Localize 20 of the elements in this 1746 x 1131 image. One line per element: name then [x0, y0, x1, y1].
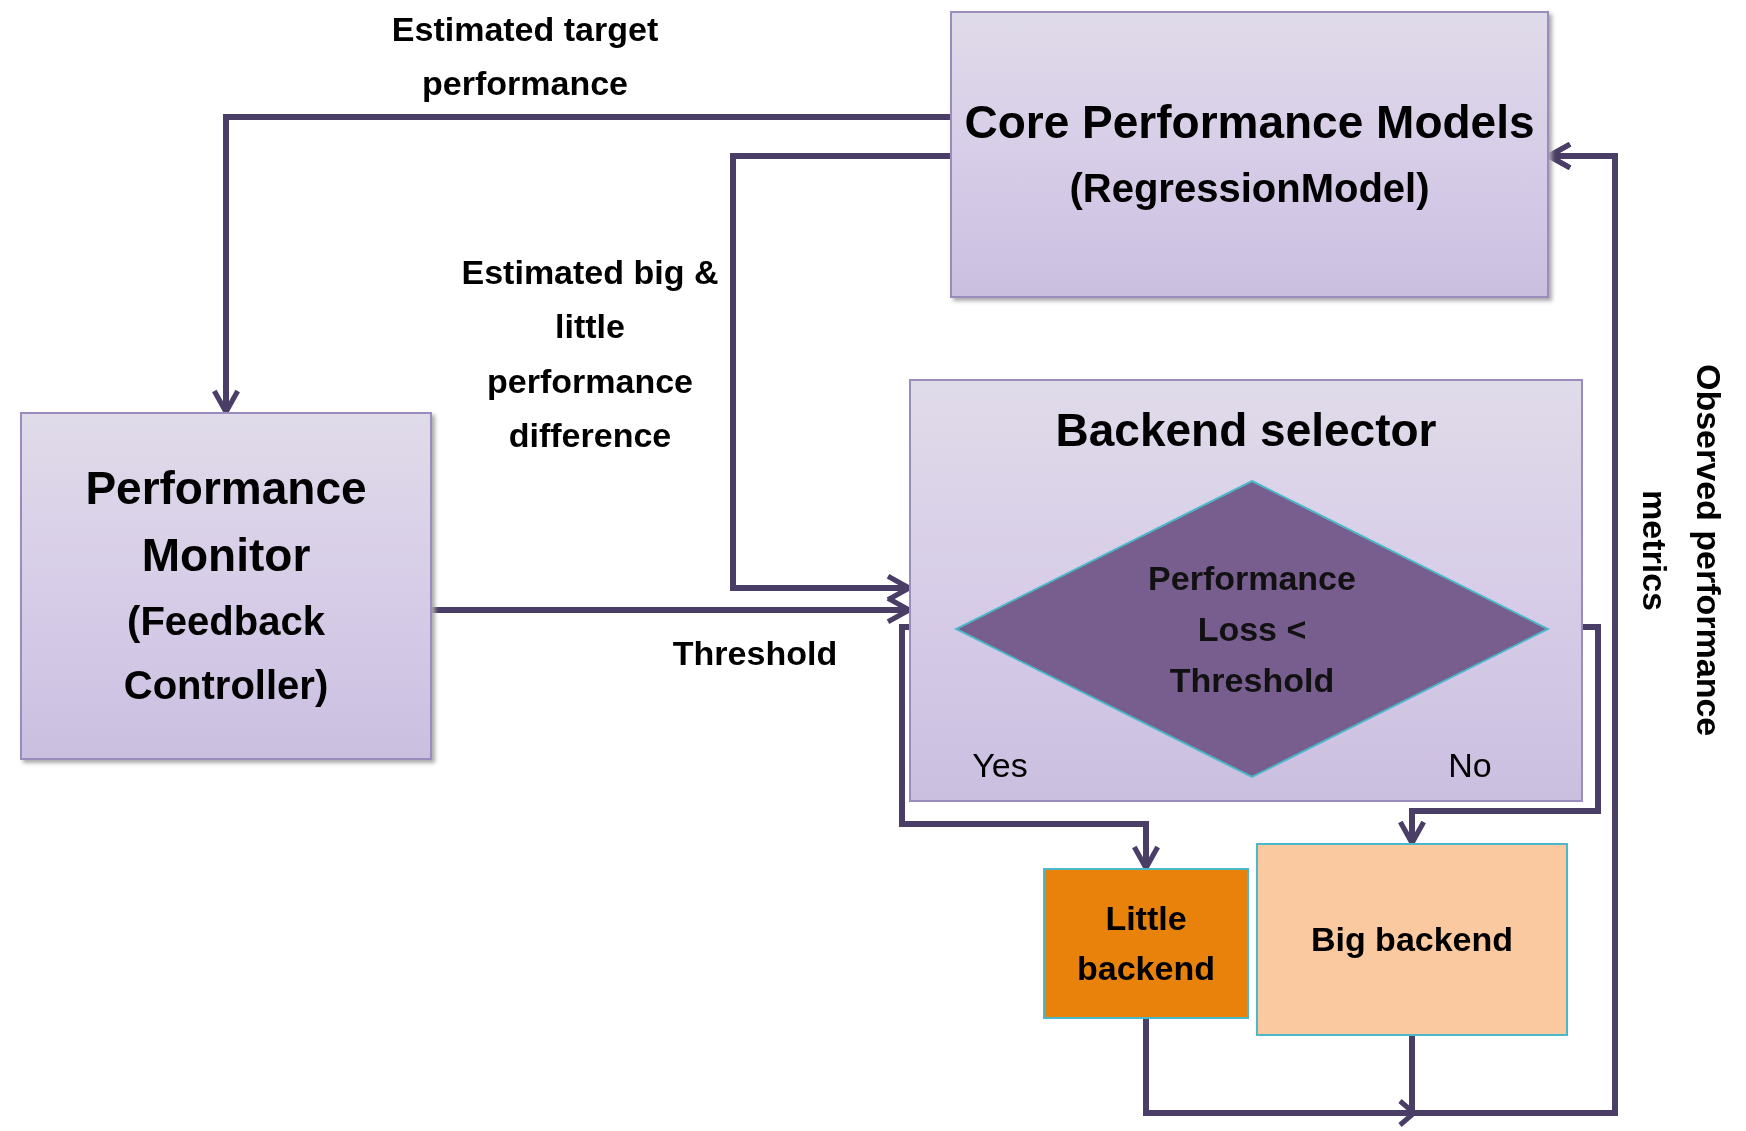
box-title: Backend selector [1055, 403, 1437, 458]
edge-label: No [1447, 745, 1493, 786]
arrow [899, 624, 1161, 871]
process-box [1043, 868, 1249, 1019]
box-title: Performance Monitor [84, 461, 368, 583]
edge-label: Yes [971, 745, 1029, 786]
box-title: Core Performance Models [964, 95, 1535, 151]
box-subtitle: (Feedback Controller) [122, 597, 330, 709]
arrow [1409, 141, 1618, 1116]
process-box [1256, 843, 1568, 1036]
process-box [950, 11, 1549, 298]
arrow [211, 114, 950, 415]
arrow [1397, 624, 1601, 846]
box-subtitle: (RegressionModel) [1069, 164, 1430, 212]
process-box [20, 412, 432, 760]
decision-diamond [954, 479, 1550, 779]
selector-panel [909, 379, 1583, 802]
box-title: Big backend [1310, 918, 1514, 960]
box-title: Little backend [1076, 898, 1216, 989]
decision-text: Performance Loss < Threshold [1147, 557, 1357, 701]
